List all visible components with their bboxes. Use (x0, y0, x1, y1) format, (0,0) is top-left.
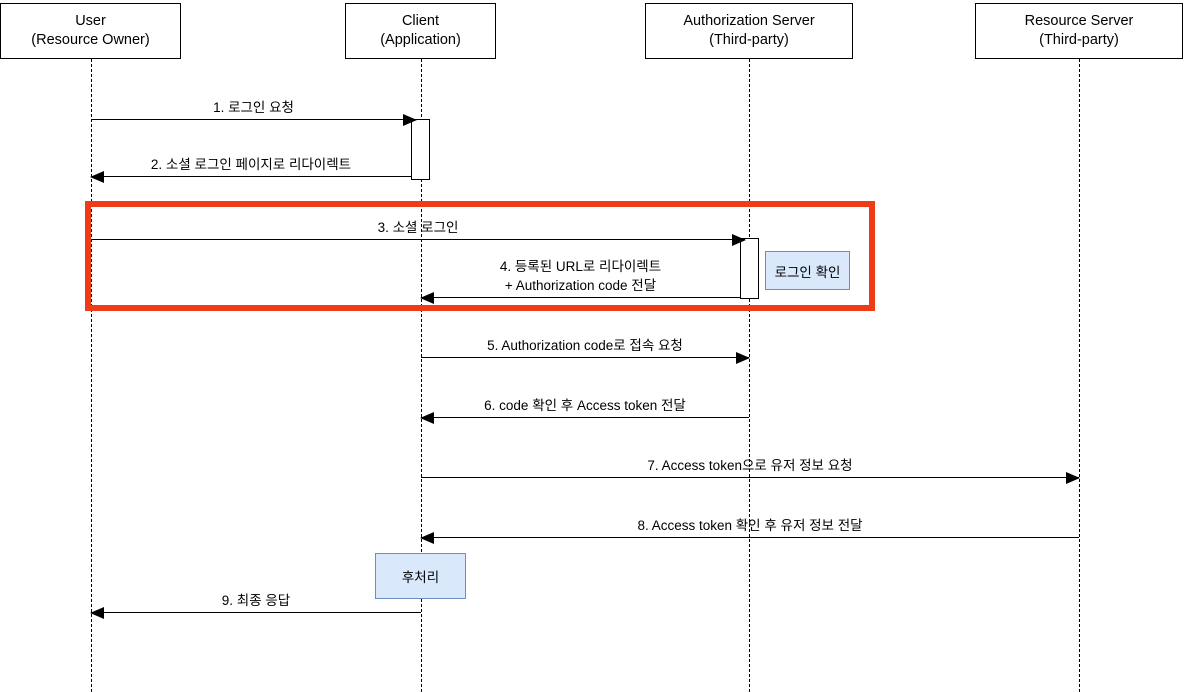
participant-client-subtitle: (Application) (380, 32, 461, 48)
message-label-2: 2. 소셜 로그인 페이지로 리다이렉트 (150, 157, 352, 172)
message-label-6: 6. code 확인 후 Access token 전달 (484, 398, 686, 413)
participant-client-title: Client (401, 13, 440, 30)
participant-authorization-server-title: Authorization Server (683, 13, 815, 30)
message-arrow-8 (420, 531, 1079, 544)
message-label-4-line2: + Authorization code 전달 (504, 277, 657, 293)
arrowhead-right-icon (1066, 471, 1080, 484)
message-label-3: 3. 소셜 로그인 (377, 220, 459, 235)
participant-authorization-server: Authorization Server (Third-party) (645, 3, 853, 59)
message-label-8: 8. Access token 확인 후 유저 정보 전달 (637, 518, 863, 533)
message-label-1: 1. 로그인 요청 (213, 100, 294, 115)
arrowhead-left-icon (420, 411, 434, 424)
lifeline-client (421, 59, 422, 692)
message-label-4-line1: 4. 등록된 URL로 리다이렉트 (499, 259, 662, 274)
lifeline-authorization-server (749, 59, 750, 692)
message-arrow-6 (420, 411, 749, 424)
activation-bar-client (411, 119, 430, 180)
participant-resource-server-subtitle: (Third-party) (1039, 32, 1119, 48)
arrowhead-right-icon (403, 113, 417, 126)
message-arrow-7 (421, 471, 1080, 484)
participant-user-subtitle: (Resource Owner) (31, 32, 150, 48)
participant-user-title: User (75, 13, 106, 30)
participant-resource-server-title: Resource Server (1024, 13, 1134, 30)
arrowhead-left-icon (90, 170, 104, 183)
arrowhead-left-icon (420, 531, 434, 544)
participant-client: Client (Application) (345, 3, 496, 59)
message-arrow-4 (420, 291, 740, 304)
arrowhead-left-icon (420, 291, 434, 304)
arrowhead-left-icon (90, 606, 104, 619)
lifeline-resource-server (1079, 59, 1080, 692)
message-label-9: 9. 최종 응답 (221, 593, 291, 608)
note-post-processing: 후처리 (375, 553, 466, 599)
lifeline-user (91, 59, 92, 692)
activation-bar-authorization-server (740, 238, 759, 299)
arrowhead-right-icon (732, 233, 746, 246)
participant-user: User (Resource Owner) (0, 3, 181, 59)
message-label-7: 7. Access token으로 유저 정보 요청 (647, 458, 853, 473)
participant-resource-server: Resource Server (Third-party) (975, 3, 1183, 59)
note-login-confirm: 로그인 확인 (765, 251, 850, 290)
message-arrow-9 (90, 606, 421, 619)
message-arrow-3 (91, 233, 746, 246)
message-arrow-2 (90, 170, 411, 183)
message-arrow-1 (91, 113, 417, 126)
message-label-5: 5. Authorization code로 접속 요청 (487, 338, 683, 353)
message-arrow-5 (421, 351, 750, 364)
message-label-4: 4. 등록된 URL로 리다이렉트 + Authorization code 전… (421, 258, 740, 295)
participant-authorization-server-subtitle: (Third-party) (709, 32, 789, 48)
arrowhead-right-icon (736, 351, 750, 364)
